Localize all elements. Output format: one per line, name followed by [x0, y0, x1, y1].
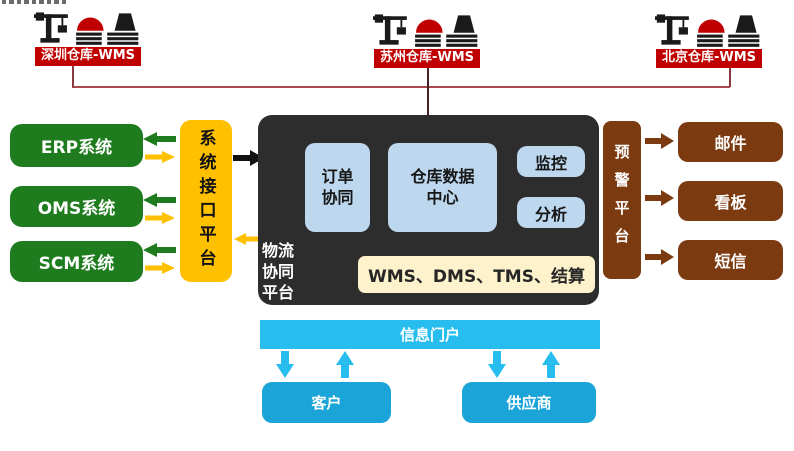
interface-platform-label: 系统接口平台: [195, 129, 216, 273]
alert-channel-sms: 短信: [678, 240, 783, 280]
arrow-right-brown-icon: [645, 133, 674, 149]
scm-system-box: SCM系统: [10, 241, 143, 282]
module-order-collaboration-label: 订单协同: [321, 166, 354, 207]
arrow-right-yellow-icon: [145, 262, 175, 274]
shenzhen-connector-line: [72, 66, 74, 87]
arrow-up-cyan-icon: [542, 351, 560, 378]
arrow-down-cyan-icon: [276, 351, 294, 378]
portal-entity-supplier-label: 供应商: [506, 394, 552, 412]
alert-channel-email-label: 邮件: [714, 134, 747, 153]
arrow-right-yellow-icon: [145, 212, 175, 224]
portal-entity-supplier: 供应商: [462, 382, 596, 423]
info-portal-bar: 信息门户: [260, 320, 600, 349]
warehouse-crane-icon: [34, 9, 142, 47]
warehouse-node-shenzhen: 深圳仓库-WMS: [26, 9, 150, 66]
erp-system-box: ERP系统: [10, 124, 143, 167]
arrow-right-yellow-icon: [145, 151, 175, 163]
arrow-down-cyan-icon: [488, 351, 506, 378]
warehouse-node-beijing: 北京仓库-WMS: [650, 11, 768, 68]
alert-channel-kanban-label: 看板: [714, 193, 747, 212]
arrow-left-green-icon: [143, 243, 176, 257]
oms-system-label: OMS系统: [37, 199, 116, 219]
warehouse-crane-icon: [655, 11, 763, 49]
scm-system-label: SCM系统: [38, 254, 115, 274]
warehouse-crane-icon: [373, 11, 481, 49]
arrow-left-yellow-icon: [234, 233, 262, 245]
alert-platform-label: 预警平台: [612, 144, 631, 256]
module-warehouse-data-center-label: 仓库数据中心: [410, 166, 475, 207]
module-warehouse-data-center: 仓库数据中心: [388, 143, 497, 232]
arrow-right-brown-icon: [645, 190, 674, 206]
logistics-platform-label: 物流协同平台: [262, 241, 295, 303]
alert-channel-sms-label: 短信: [714, 252, 747, 271]
warehouse-node-suzhou: 苏州仓库-WMS: [362, 11, 492, 68]
arrow-left-green-icon: [143, 193, 176, 207]
arrow-left-green-icon: [143, 132, 176, 146]
module-monitoring-label: 监控: [534, 153, 567, 173]
beijing-connector-line: [729, 66, 731, 87]
erp-system-label: ERP系统: [40, 138, 113, 158]
alert-platform-box: 预警平台: [603, 121, 641, 279]
warehouse-bus-line: [72, 86, 730, 88]
module-monitoring: 监控: [517, 146, 585, 177]
arrow-right-brown-icon: [645, 249, 674, 265]
warehouse-label-beijing: 北京仓库-WMS: [655, 49, 763, 68]
oms-system-box: OMS系统: [10, 186, 143, 227]
subsystems-bar: WMS、DMS、TMS、结算: [358, 256, 595, 293]
portal-entity-customer: 客户: [262, 382, 391, 423]
suzhou-hub-connector-line: [427, 66, 429, 116]
module-analysis: 分析: [517, 197, 585, 228]
warehouse-label-suzhou: 苏州仓库-WMS: [373, 49, 481, 68]
interface-platform-box: 系统接口平台: [180, 120, 232, 282]
module-order-collaboration: 订单协同: [305, 143, 370, 232]
arrow-up-cyan-icon: [336, 351, 354, 378]
module-analysis-label: 分析: [534, 204, 567, 224]
subsystems-bar-label: WMS、DMS、TMS、结算: [368, 267, 585, 287]
info-portal-label: 信息门户: [399, 326, 460, 344]
arrow-right-black-icon: [233, 150, 264, 166]
clipped-text-fragment: [2, 0, 68, 4]
alert-channel-kanban: 看板: [678, 181, 783, 221]
alert-channel-email: 邮件: [678, 122, 783, 162]
portal-entity-customer-label: 客户: [311, 394, 342, 412]
warehouse-label-shenzhen: 深圳仓库-WMS: [34, 47, 142, 66]
